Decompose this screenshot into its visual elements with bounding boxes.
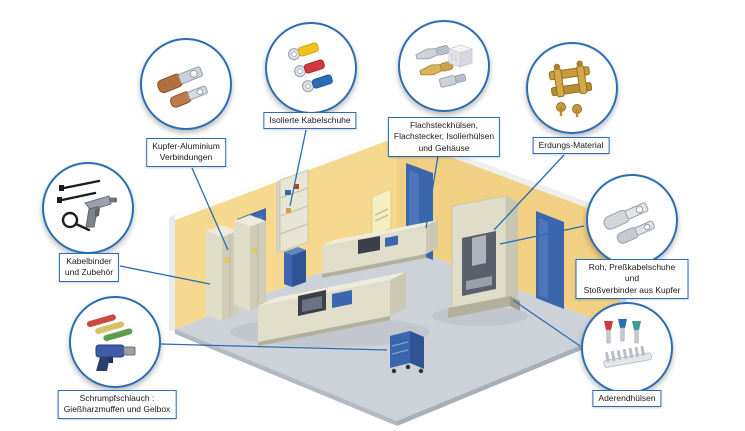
copper-aluminium-lugs-icon	[157, 66, 208, 108]
insulated-cable-lugs-icon	[287, 42, 333, 93]
ferrule-strip	[603, 345, 652, 368]
cable-ties-icon	[57, 179, 117, 232]
connector-line	[493, 154, 565, 231]
room	[169, 131, 626, 426]
callout-connector-lines	[119, 129, 585, 351]
flat-connectors-icon	[415, 44, 474, 88]
single-ferrules	[604, 319, 641, 344]
copper-tube-lugs-icon	[603, 202, 656, 244]
heat-shrink-icon	[86, 314, 136, 371]
callout-label-rohr-presskabelschuhe: Roh, Preßkabelschuhe und Stoßverbinder a…	[575, 259, 689, 300]
callout-flachsteckhuelsen[interactable]	[398, 20, 490, 112]
connector-line	[289, 129, 307, 207]
cable-tie-gun-icon	[84, 195, 117, 228]
storage-shelf	[276, 169, 309, 254]
rear-machine	[322, 220, 438, 278]
callout-label-kabelbinder: Kabelbinder und Zubehör	[58, 253, 120, 282]
callout-label-erdungs-material: Erdungs-Material	[532, 137, 610, 155]
callout-rohr-presskabelschuhe[interactable]	[586, 174, 678, 266]
earthing-material-icon	[548, 60, 593, 117]
wire-end-ferrules-icon	[603, 319, 652, 368]
connector-line	[160, 343, 388, 351]
right-wall-door-far	[536, 211, 564, 309]
heat-gun-icon	[95, 344, 136, 371]
blue-cabinet	[284, 247, 306, 287]
callout-label-aderendhuelsen: Aderendhülsen	[592, 390, 662, 408]
callout-label-isolierte-kabelschuhe: Isolierte Kabelschuhe	[263, 112, 357, 130]
connector-line	[499, 225, 585, 245]
callout-label-kupfer-aluminium: Kupfer-Aluminium Verbindungen	[146, 138, 226, 167]
front-machine	[258, 272, 406, 346]
callout-kupfer-aluminium-verbindungen[interactable]	[140, 38, 232, 130]
connector-housing-icon	[447, 44, 474, 68]
callout-label-flachsteckhuelsen: Flachsteckhülsen, Flachstecker, Isolierh…	[387, 117, 501, 158]
callout-label-schrumpfschlauch: Schrumpfschlauch : Gießharzmuffen und Ge…	[57, 390, 177, 419]
callout-erdungs-material[interactable]	[526, 42, 618, 134]
callout-aderendhuelsen[interactable]	[581, 302, 673, 394]
wall-poster	[371, 188, 392, 237]
connector-line	[425, 155, 439, 229]
press-machine	[448, 195, 520, 318]
connector-line	[512, 299, 581, 347]
control-cabinets	[206, 215, 266, 321]
callout-schrumpfschlauch[interactable]	[69, 296, 161, 388]
callout-kabelbinder-und-zubehoer[interactable]	[42, 162, 134, 254]
callout-isolierte-kabelschuhe[interactable]	[265, 22, 357, 114]
connector-line	[119, 265, 211, 285]
tool-cart	[390, 331, 424, 374]
connector-line	[191, 167, 229, 251]
cable-ties	[57, 179, 101, 232]
